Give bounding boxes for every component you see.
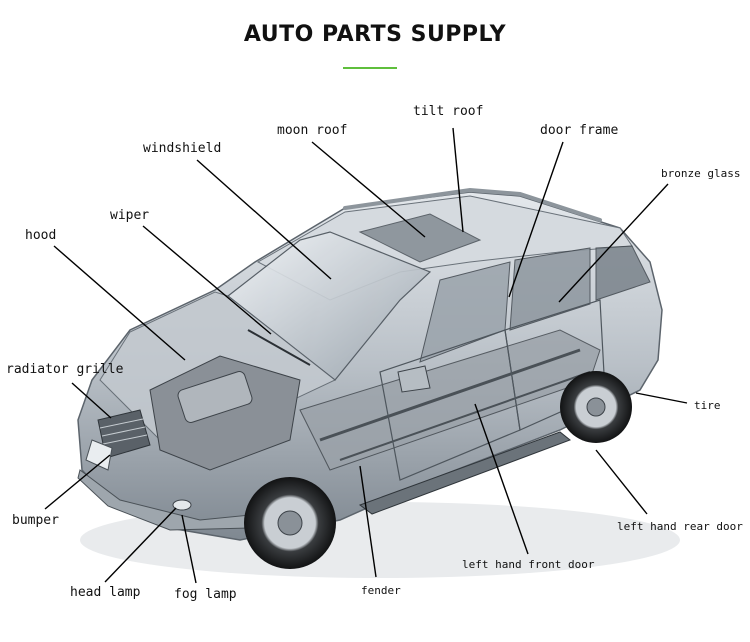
leader-left-hand-rear-door (595, 449, 648, 515)
leader-door-frame (508, 141, 564, 298)
leader-lines (44, 127, 688, 584)
label-fog-lamp: fog lamp (174, 587, 237, 602)
drivetrain (299, 329, 601, 471)
leader-windshield (196, 159, 332, 280)
label-fender: fender (361, 584, 401, 597)
leader-tire (635, 392, 688, 404)
engine-bay (149, 355, 301, 471)
leader-tilt-roof (452, 127, 464, 233)
leader-moon-roof (311, 141, 426, 238)
leader-radiator-grille (71, 382, 112, 419)
leader-head-lamp (104, 507, 177, 583)
leader-hood (53, 245, 186, 361)
side-mirror (397, 365, 431, 393)
label-windshield: windshield (143, 141, 222, 156)
label-door-frame: door frame (540, 123, 619, 138)
leader-fender (359, 465, 377, 578)
leader-bronze-glass (558, 183, 669, 303)
label-left-hand-rear-door: left hand rear door (617, 520, 743, 533)
leader-wiper (142, 225, 272, 335)
leader-fog-lamp (181, 514, 197, 584)
leader-left-hand-front-door (474, 403, 529, 555)
label-radiator-grille: radiator grille (6, 362, 124, 377)
label-tilt-roof: tilt roof (413, 104, 484, 119)
label-bronze-glass: bronze glass (661, 167, 741, 180)
label-left-hand-front-door: left hand front door (462, 558, 595, 571)
page-title: AUTO PARTS SUPPLY (243, 22, 507, 47)
roof-rail (343, 187, 602, 222)
label-moon-roof: moon roof (277, 123, 348, 138)
title-underline (343, 67, 397, 69)
label-head-lamp: head lamp (70, 585, 141, 600)
headlamp-shape (85, 439, 113, 471)
rear-quarter-window (595, 245, 651, 301)
label-tire: tire (694, 399, 721, 412)
leader-bumper (44, 454, 111, 510)
label-wiper: wiper (110, 208, 150, 223)
label-hood: hood (25, 228, 57, 243)
label-bumper: bumper (12, 513, 59, 528)
moon-roof-glass (358, 213, 482, 263)
